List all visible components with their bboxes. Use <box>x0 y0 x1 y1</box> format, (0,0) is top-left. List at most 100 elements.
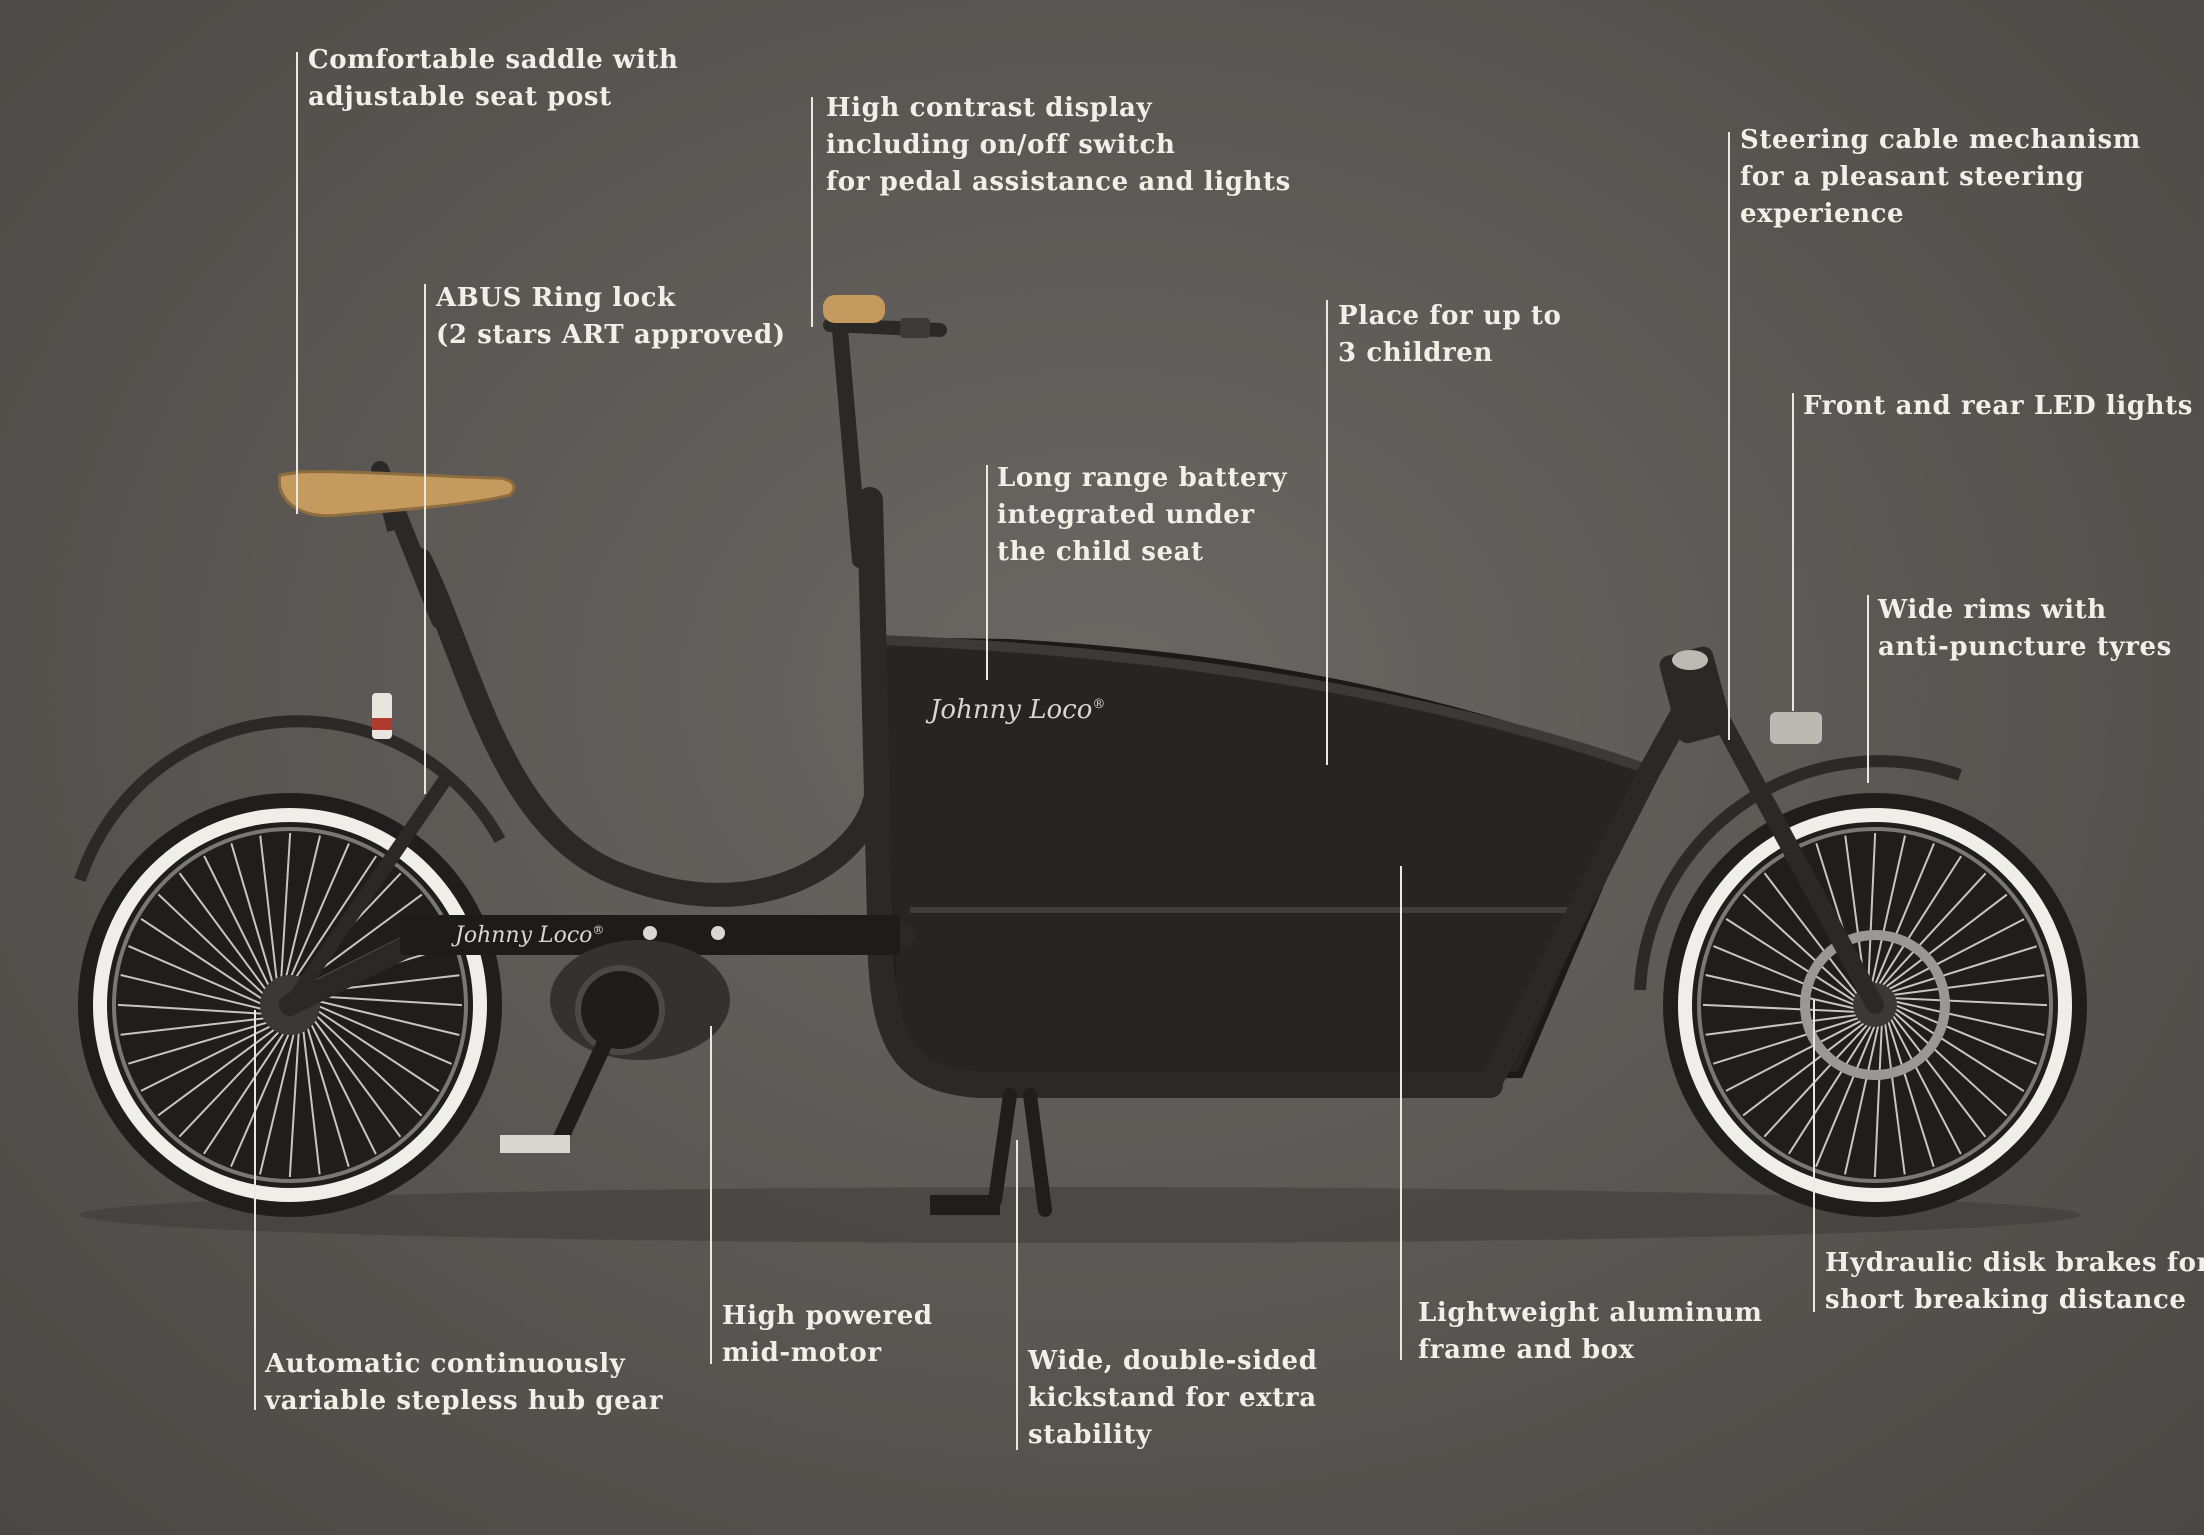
callout-kickstand-line-1: Wide, double-sided <box>1028 1346 1318 1376</box>
leader-saddle <box>296 52 298 514</box>
callout-steering: Steering cable mechanism for a pleasant … <box>1740 122 2141 233</box>
wheel-spoke <box>1725 1019 1863 1092</box>
wheel-spoke <box>1889 1017 1962 1155</box>
wheel-spoke <box>1890 945 2037 994</box>
frame-brand-label: Johnny Loco® <box>451 923 604 948</box>
wheel-spoke <box>1881 872 1987 987</box>
wheel-spoke <box>1705 973 1856 1010</box>
callout-frame-line-2: frame and box <box>1418 1335 1635 1365</box>
callout-lock: ABUS Ring lock (2 stars ART approved) <box>436 280 786 354</box>
wheel-spoke <box>117 1003 266 1015</box>
wheel-spoke <box>314 995 463 1007</box>
callout-saddle-line-1: Comfortable saddle with <box>308 45 679 75</box>
wheel-spoke <box>1884 1022 1906 1175</box>
disc-brake-rotor <box>1800 930 1950 1080</box>
leader-frame <box>1400 866 1402 1360</box>
pedal <box>500 1135 570 1153</box>
callout-battery-line-2: integrated under <box>997 500 1255 530</box>
wheel-spoke <box>1873 1023 1883 1178</box>
wheel-spoke <box>1702 1003 1857 1013</box>
callout-battery-line-3: the child seat <box>997 537 1204 567</box>
wheel-spoke <box>1886 1020 1935 1167</box>
callout-rims-line-2: anti-puncture tyres <box>1878 632 2172 662</box>
rear-led-light <box>372 693 392 739</box>
leader-kickstand <box>1016 1140 1018 1450</box>
front-led-light <box>1770 712 1822 744</box>
callout-brakes-line-1: Hydraulic disk brakes for a <box>1825 1248 2204 1278</box>
wheel-spoke <box>1843 1024 1880 1175</box>
ground-shadow <box>80 1187 2080 1243</box>
callout-frame-line-1: Lightweight aluminum <box>1418 1298 1763 1328</box>
leader-children <box>1326 300 1328 765</box>
callout-motor: High powered mid-motor <box>722 1298 933 1372</box>
callout-rims-line-1: Wide rims with <box>1878 595 2107 625</box>
wheel-spoke <box>309 1021 377 1155</box>
callout-lights-line-1: Front and rear LED lights <box>1803 391 2194 421</box>
wheel-spoke <box>1894 1004 2037 1065</box>
wheel-spoke <box>289 843 350 980</box>
callout-frame: Lightweight aluminum frame and box <box>1418 1295 1763 1369</box>
callout-display: High contrast display including on/off s… <box>826 90 1291 201</box>
wheel-spoke <box>313 1013 423 1117</box>
wheel-spoke <box>1891 1014 1987 1138</box>
wheel-spoke <box>1742 893 1857 999</box>
leader-rims <box>1867 595 1869 783</box>
wheel-spoke <box>259 1030 296 1175</box>
callout-steering-line-3: experience <box>1740 199 1905 229</box>
callout-display-line-3: for pedal assistance and lights <box>826 167 1291 197</box>
wheel-spoke <box>230 1030 291 1167</box>
leader-motor <box>710 1026 712 1364</box>
callout-saddle: Comfortable saddle with adjustable seat … <box>308 42 679 116</box>
wheel-spoke <box>157 893 267 997</box>
wheel-spoke <box>315 1004 452 1065</box>
wheel-spoke <box>1874 843 1935 986</box>
callout-children-line-1: Place for up to <box>1338 301 1562 331</box>
callout-motor-line-2: mid-motor <box>722 1338 882 1368</box>
wheel-spoke <box>1742 1021 1866 1117</box>
wheel-spoke <box>1884 893 2008 989</box>
wheel-spoke <box>315 1008 440 1092</box>
wheel-spoke <box>1763 872 1859 996</box>
wheel-spoke <box>178 872 269 993</box>
wheel-spoke <box>1815 1024 1876 1167</box>
wheel-spoke <box>259 835 278 983</box>
wheel-spoke <box>288 1029 300 1178</box>
callout-children-line-2: 3 children <box>1338 338 1493 368</box>
wheel-spoke <box>280 832 292 981</box>
wheel-spoke <box>302 1027 321 1175</box>
callout-lock-line-1: ABUS Ring lock <box>436 283 676 313</box>
wheel-spoke <box>1870 835 1907 986</box>
callout-hubgear: Automatic continuously variable stepless… <box>265 1346 663 1420</box>
display <box>900 318 930 338</box>
wheel-spoke <box>1894 1007 2025 1092</box>
wheel-spoke <box>203 1030 287 1155</box>
callout-saddle-line-2: adjustable seat post <box>308 82 612 112</box>
wheel-spoke <box>311 1017 402 1138</box>
wheel-spoke <box>1725 918 1856 1003</box>
callout-kickstand: Wide, double-sided kickstand for extra s… <box>1028 1343 1317 1454</box>
callout-battery: Long range battery integrated under the … <box>997 460 1287 571</box>
leader-hubgear <box>254 1010 256 1410</box>
wheel-spoke <box>315 999 460 1036</box>
leader-lights <box>1792 393 1794 711</box>
callout-hubgear-line-2: variable stepless hub gear <box>265 1386 664 1416</box>
callout-children: Place for up to 3 children <box>1338 298 1561 372</box>
callout-display-line-2: including on/off switch <box>826 130 1176 160</box>
wheel-spoke <box>1892 974 2045 996</box>
callout-steering-line-2: for a pleasant steering <box>1740 162 2085 192</box>
box-brand-label: Johnny Loco® <box>925 695 1105 725</box>
leader-lock <box>424 284 426 794</box>
wheel-spoke <box>305 1024 350 1167</box>
wheel-spoke <box>1887 918 2025 991</box>
wheel-spoke <box>120 974 265 1011</box>
callout-steering-line-1: Steering cable mechanism <box>1740 125 2141 155</box>
leader-display <box>811 97 813 327</box>
wheel-spoke <box>1893 1011 2008 1117</box>
wheel-spoke <box>1788 1024 1873 1155</box>
leader-battery <box>986 465 988 680</box>
callout-kickstand-line-2: kickstand for extra <box>1028 1383 1317 1413</box>
callout-motor-line-1: High powered <box>722 1301 933 1331</box>
handlebar-grip <box>823 295 885 323</box>
callout-lights: Front and rear LED lights <box>1803 388 2193 425</box>
